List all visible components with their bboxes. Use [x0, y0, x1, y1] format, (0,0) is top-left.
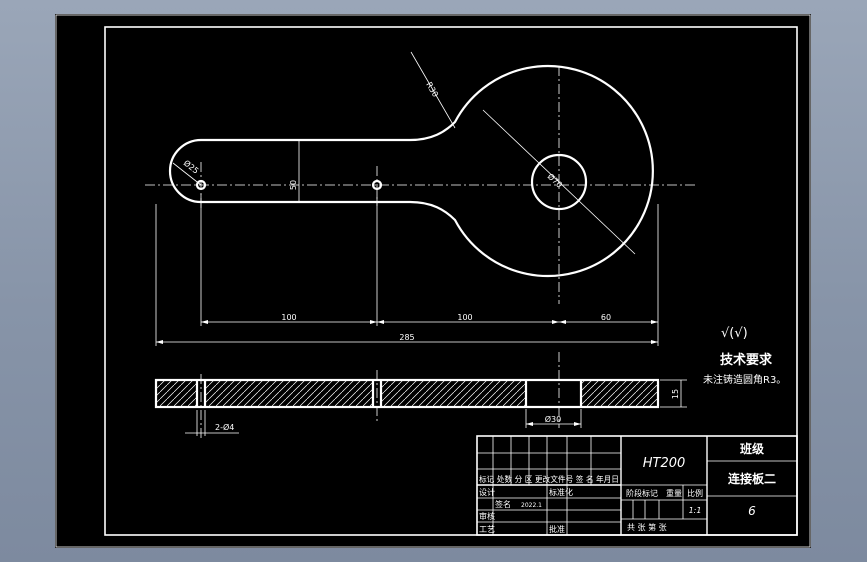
- dim-100-a: 100: [281, 313, 296, 322]
- section-outline: [154, 378, 660, 409]
- r30-leader: [410, 51, 456, 129]
- dimensions: R30 Ø25 50 Ø70 100 100 60 285: [155, 51, 659, 346]
- dim-d25: Ø25: [182, 158, 201, 176]
- section-hatch-4: [581, 380, 658, 407]
- dim-2d4: 2-Ø4: [215, 422, 234, 432]
- scale-label: 比例: [687, 488, 703, 498]
- stage-mark-label: 阶段标记: [626, 488, 658, 498]
- d70-leader: [482, 109, 636, 255]
- tb-craft-label: 工艺: [479, 525, 495, 534]
- surface-roughness-symbol: √(√): [721, 326, 748, 341]
- tech-requirements-text: 未注铸造圆角R3。: [703, 373, 786, 386]
- dim-285: 285: [399, 333, 414, 342]
- section-hatch-2: [205, 380, 373, 407]
- tech-requirements-title: 技术要求: [720, 352, 773, 368]
- title-block: HT200 班级 连接板二 6 标记 处数 分 区 更改文件号 签 名 年月日 …: [476, 435, 798, 536]
- weight-label: 重量: [666, 488, 682, 498]
- dim-r30: R30: [424, 81, 440, 99]
- sheets-label: 共 张 第 张: [627, 522, 667, 532]
- drawing-frame: [104, 26, 798, 536]
- tb-sign-label: 签名: [495, 499, 511, 509]
- tb-design-label: 设计: [479, 487, 495, 497]
- section-view: Ø30 15 2-Ø4: [154, 378, 687, 436]
- dim-d70: Ø70: [546, 171, 565, 190]
- tb-header-row: 标记 处数 分 区 更改文件号 签 名 年月日: [479, 474, 619, 484]
- dim-60: 60: [601, 313, 611, 322]
- section-hatch-3: [381, 380, 526, 407]
- tb-standardization-label: 标准化: [549, 487, 573, 497]
- part-name: 连接板二: [728, 471, 776, 486]
- technical-notes: √(√) 技术要求 未注铸造圆角R3。: [703, 326, 786, 386]
- front-view: [168, 64, 654, 278]
- class-label: 班级: [740, 441, 764, 456]
- dim-d30: Ø30: [545, 414, 561, 424]
- scale-value: 1:1: [689, 506, 702, 515]
- tb-check-label: 审核: [479, 511, 495, 521]
- tb-approve-label: 批准: [549, 524, 565, 534]
- dim-100-b: 100: [457, 313, 472, 322]
- tb-date-value: 2022.1: [521, 502, 542, 509]
- section-hatch-1: [156, 380, 197, 407]
- dim-50: 50: [289, 180, 298, 190]
- part-outline: [168, 64, 654, 278]
- drawing-code: 6: [748, 504, 756, 518]
- cad-drawing: R30 Ø25 50 Ø70 100 100 60 285: [55, 14, 811, 548]
- drawing-sheet: R30 Ø25 50 Ø70 100 100 60 285: [55, 14, 811, 548]
- material-value: HT200: [643, 456, 686, 471]
- d25-leader: [172, 162, 202, 186]
- sheet-outer-border: [55, 14, 811, 548]
- center-hole: [530, 153, 588, 211]
- dim-15: 15: [671, 389, 680, 399]
